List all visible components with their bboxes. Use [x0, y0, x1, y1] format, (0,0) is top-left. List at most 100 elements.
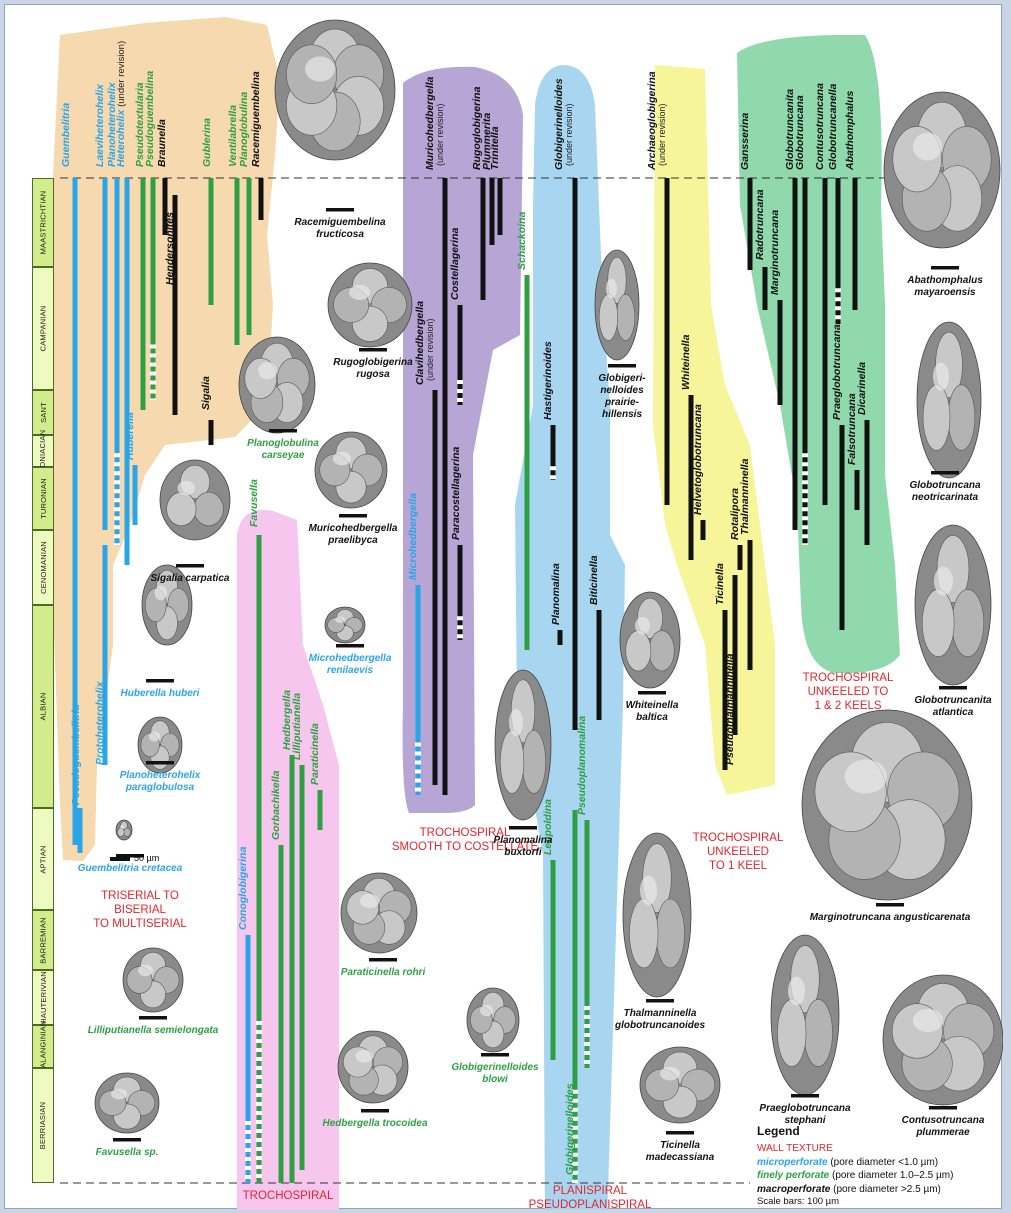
specimen-caption-lilliputianella: Lilliputianella semielongata: [73, 1025, 233, 1037]
specimen-hedbergella: [338, 1031, 408, 1103]
stage-campanian: CAMPANIAN: [32, 267, 54, 390]
genus-label-braunella: Braunella: [157, 119, 168, 167]
genus-label-ticinella: Ticinella: [715, 563, 726, 605]
specimen-caption-muricohedbergella: Muricohedbergella praelibyca: [293, 523, 413, 547]
range-bar-pseudotextularia: [141, 178, 146, 410]
specimen-chamber: [500, 730, 524, 793]
scale-bar-praeglobotruncana: [791, 1094, 819, 1098]
range-bar-helvetoglobotruncana: [701, 520, 706, 540]
specimen-favusella: [95, 1073, 159, 1133]
range-bar-hedbergella: [290, 755, 295, 1183]
specimen-chamber: [952, 589, 984, 656]
specimen-highlight: [349, 285, 370, 300]
specimen-chamber: [194, 492, 223, 526]
range-bar-paraticinella: [318, 790, 323, 830]
range-bar-leupoldina: [551, 860, 556, 1060]
genus-label-racemiguembelina: Racemiguembelina: [251, 71, 262, 167]
specimen-caption-marginotruncana: Marginotruncana angusticarenata: [795, 912, 985, 924]
stratigraphic-chart: MAASTRICHTIANCAMPANIANSANTCONIACIANTURON…: [4, 4, 1002, 1209]
genus-label-gorbachikella: Gorbachikella: [271, 771, 282, 840]
genus-label-huberella: Huberella: [125, 412, 136, 460]
specimen-ticinella: [640, 1047, 720, 1123]
specimen-highlight: [640, 876, 657, 906]
stage-turonian: TURONIAN: [32, 467, 54, 530]
specimen-sigalia: [160, 460, 230, 540]
specimen-highlight: [258, 362, 277, 379]
specimen-highlight: [138, 965, 153, 977]
legend-macro: macroperforate (pore diameter >2.5 µm): [757, 1183, 997, 1197]
stage-sant: SANT: [32, 390, 54, 435]
legend-wall-texture: WALL TEXTURE: [757, 1142, 997, 1156]
genus-label-guembelitria: Guembelitria: [61, 103, 72, 167]
specimen-praeglobotruncana: [771, 935, 839, 1095]
specimen-planomalina: [495, 670, 551, 820]
range-bar-conoglobigerina: [246, 935, 251, 1183]
specimen-globotruncana: [917, 322, 981, 478]
genus-label-gublerina: Gublerina: [202, 118, 213, 167]
specimen-highlight: [120, 825, 124, 829]
genus-label-sigalia: Sigalia: [201, 376, 212, 410]
scale-bar-contusotruncana: [929, 1106, 957, 1110]
legend-scale: Scale bars: 100 µm: [757, 1196, 997, 1209]
specimen-caption-guembelitria: Guembelitria cretacea: [65, 863, 195, 875]
range-bar-gansserina: [748, 178, 753, 270]
specimen-chamber: [948, 385, 975, 451]
genus-label-heterohelix: Heterohelix (under revision): [116, 41, 127, 167]
genus-label-contusotruncana: Contusotruncana: [815, 83, 826, 170]
range-bar-globigerinelloides_top: [573, 178, 578, 730]
specimen-highlight: [635, 617, 650, 634]
stage-maastrichtian: MAASTRICHTIAN: [32, 178, 54, 267]
specimen-highlight: [333, 452, 351, 466]
genus-label-helvetoglobotruncana: Helvetoglobotruncana: [693, 404, 704, 515]
specimen-whiteinella: [620, 592, 680, 688]
genus-label-pseudoguembelitria: Pseudoguembelitria: [71, 705, 82, 805]
specimen-highlight: [335, 616, 345, 622]
specimen-highlight: [480, 1005, 493, 1017]
specimen-highlight: [155, 586, 168, 600]
specimen-planoglobulina: [239, 337, 315, 433]
specimen-caption-whiteinella: Whiteinella baltica: [607, 700, 697, 724]
specimen-racemiguembelina: [275, 20, 395, 160]
specimen-caption-abathomphalus: Abathomphalus mayaroensis: [885, 275, 1005, 299]
genus-label-muricohedbergella: Muricohedbergella(under revision): [425, 77, 445, 170]
specimen-highlight: [111, 1089, 127, 1100]
specimen-lilliputianella: [123, 948, 183, 1012]
group-label-unkeeled1: TROCHOSPIRAL UNKEELED TO 1 KEEL: [683, 832, 793, 873]
genus-label-costellagerina: Costellagerina: [450, 228, 461, 300]
specimen-highlight: [845, 759, 888, 793]
range-bar-globotruncanella: [836, 178, 841, 325]
genus-label-favusella: Favusella: [249, 479, 260, 527]
range-bar-sigalia: [209, 420, 214, 445]
genus-label-pseudothalmanninella: Pseudothalmanninella: [725, 654, 736, 765]
range-bar-hastigerinoides: [551, 425, 556, 480]
genus-label-paracostellagerina: Paracostellagerina: [451, 447, 462, 540]
specimen-globotruncanita: [915, 525, 991, 685]
genus-label-paraticinella: Paraticinella: [310, 723, 321, 785]
specimen-highlight: [305, 56, 335, 81]
specimen-highlight: [178, 481, 196, 495]
specimen-planoheterohelix: [138, 717, 182, 773]
stage-berriasian: BERRIASIAN: [32, 1068, 54, 1183]
scale-bar-microhedbergella: [336, 644, 364, 648]
genus-label-conoglobigerina: Conoglobigerina: [238, 847, 249, 930]
specimen-chamber: [118, 828, 125, 836]
scale-bar-globigerinelloides-prairie: [608, 364, 636, 368]
specimen-chamber: [124, 828, 131, 836]
genus-label-archaeoglobigerina: Archaeoglobigerina(under revision): [647, 71, 667, 170]
specimen-chamber: [616, 294, 634, 340]
specimen-highlight: [660, 1067, 680, 1081]
scale-bar-huberella: [146, 679, 174, 683]
specimen-highlight: [356, 1050, 374, 1063]
scale-bar-rugoglobigerina: [359, 348, 387, 352]
scale-bar-globotruncanita: [939, 686, 967, 690]
specimen-chamber: [923, 385, 950, 451]
scale-50um-label: 50 µm: [110, 853, 159, 863]
genus-label-schackoina: Schackoina: [517, 212, 528, 270]
specimen-chamber: [804, 999, 833, 1066]
stage-cenomanian: CENOMANIAN: [32, 530, 54, 605]
stage-valanginian: VALANGINIAN: [32, 1025, 54, 1068]
stage-barremian: BARREMIAN: [32, 910, 54, 970]
genus-label-hastigerinoides: Hastigerinoides: [543, 341, 554, 420]
genus-label-whiteinella: Whiteinella: [681, 335, 692, 390]
specimen-contusotruncana: [883, 975, 1003, 1105]
